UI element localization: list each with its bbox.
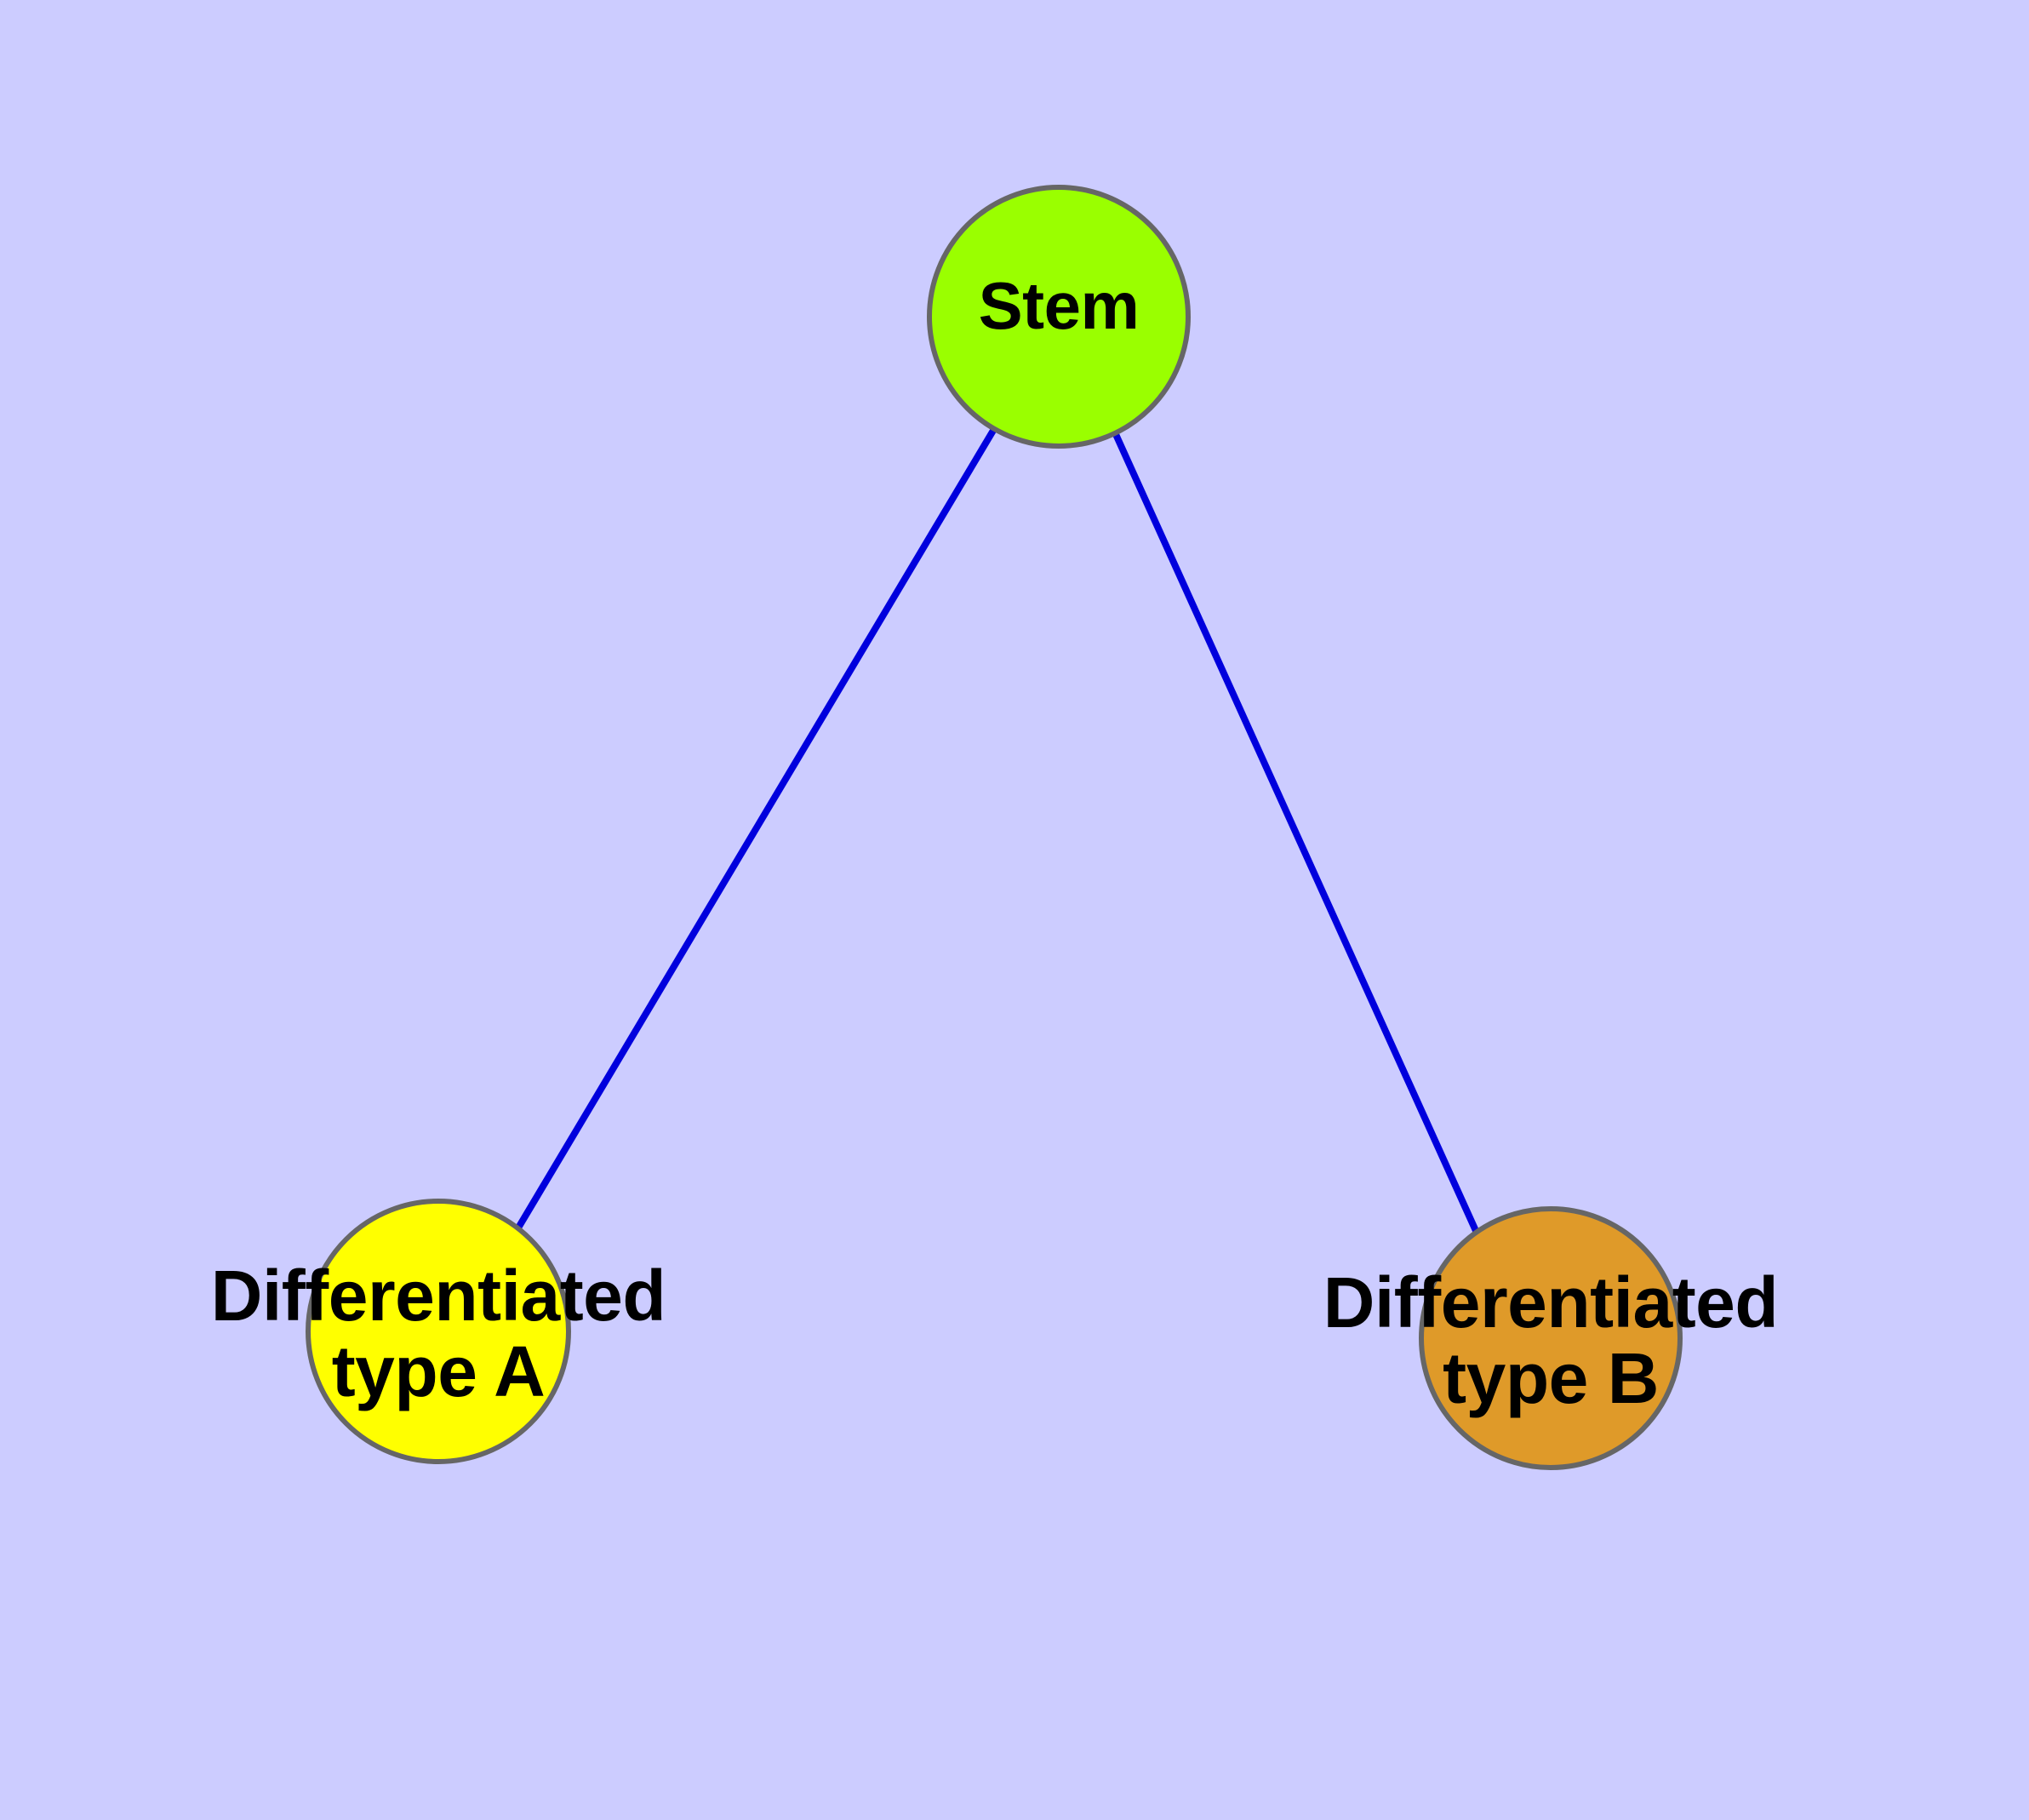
node-layer bbox=[306, 185, 1683, 1470]
node-stem[interactable] bbox=[927, 185, 1191, 449]
node-differentiated-type-a[interactable] bbox=[306, 1199, 571, 1464]
node-differentiated-type-b[interactable] bbox=[1419, 1206, 1683, 1470]
edge-stem-to-differentiated-type-b bbox=[1112, 431, 1480, 1234]
edge-stem-to-differentiated-type-a bbox=[514, 426, 997, 1232]
edge-layer bbox=[514, 426, 1480, 1234]
